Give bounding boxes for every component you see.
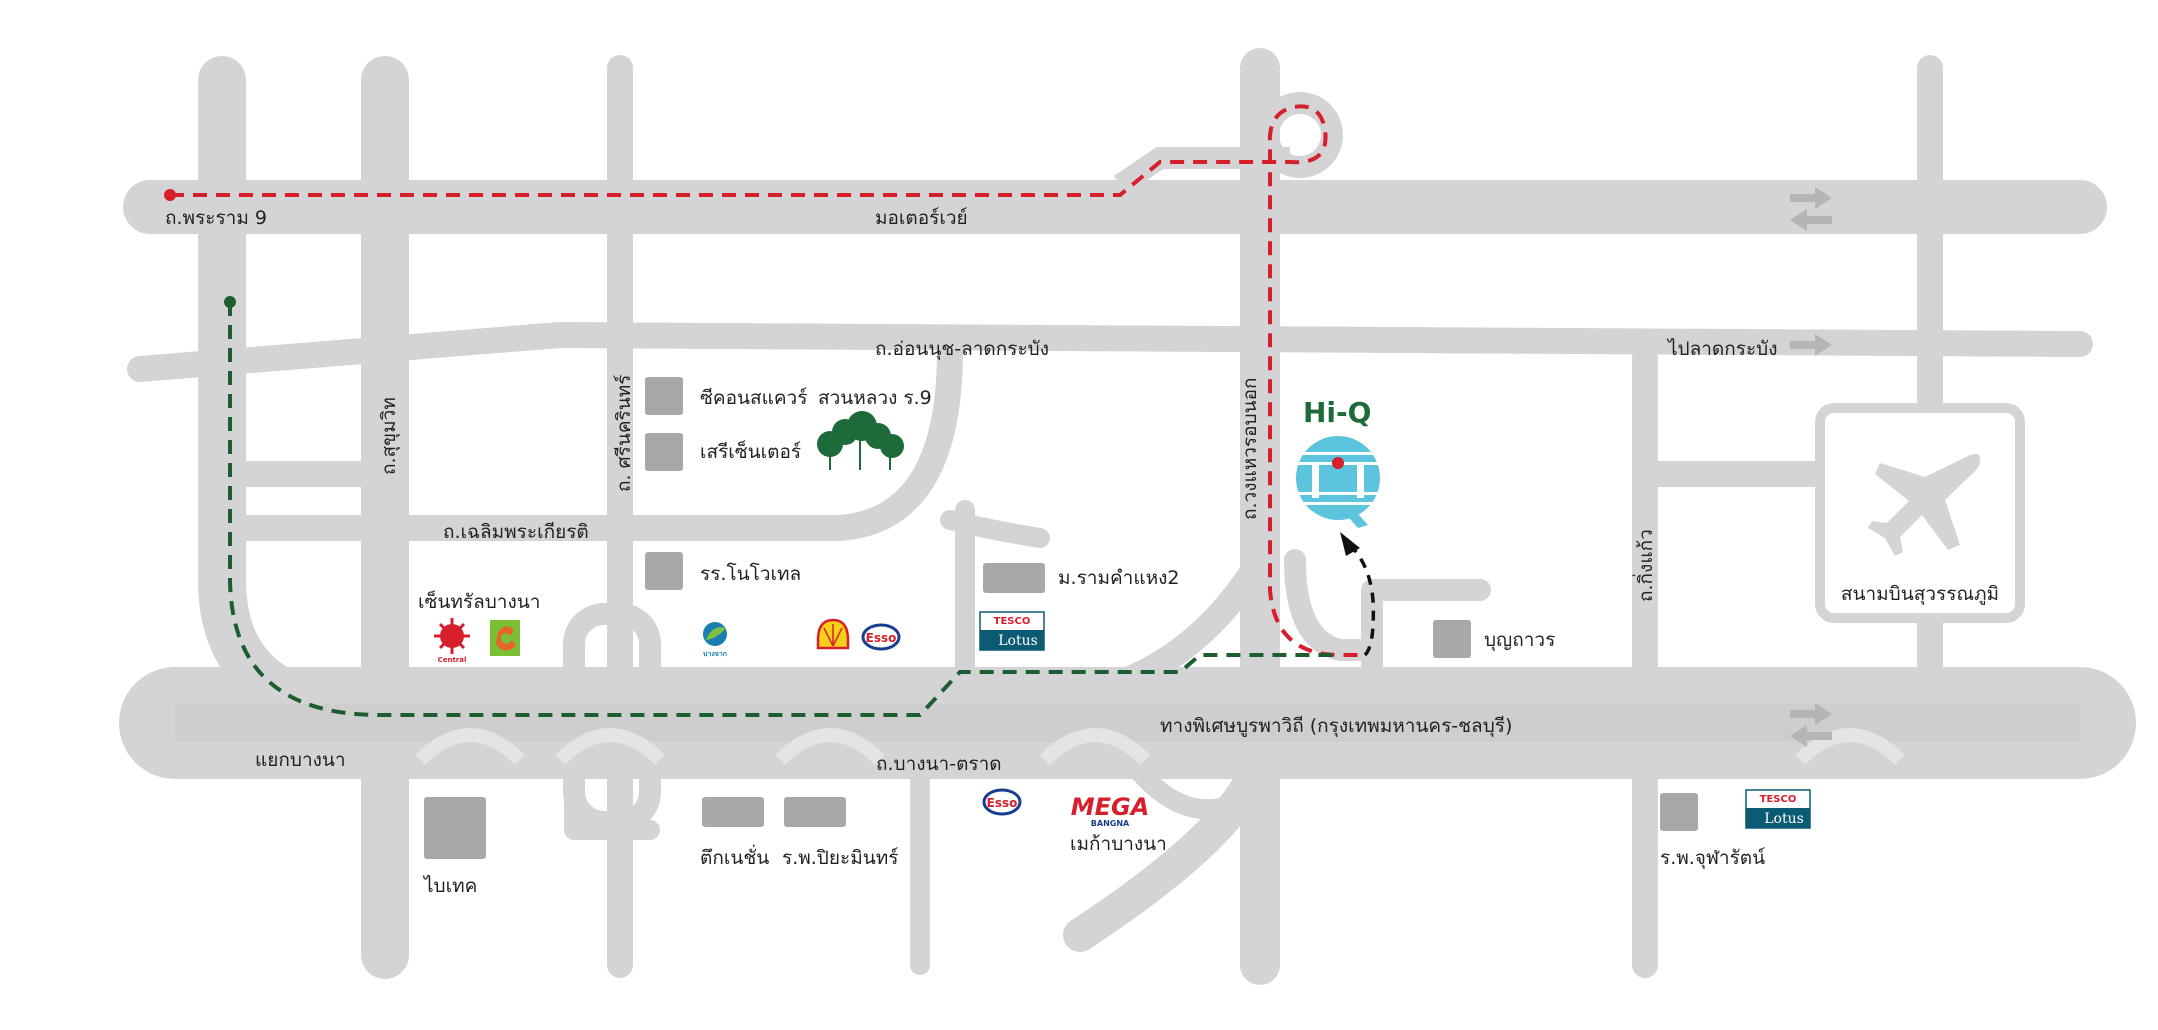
label-novotel: รร.โนโวเทล xyxy=(700,562,801,585)
direction-arrows xyxy=(1790,187,1832,747)
label-onnut: ถ.อ่อนนุช-ลาดกระบัง xyxy=(875,338,1049,361)
building-seacon xyxy=(645,377,683,415)
lotus-logo-text: Lotus xyxy=(1764,811,1804,827)
mega-logo-subtext: BANGNA xyxy=(1091,819,1130,828)
bangchak-logo: บางจาก xyxy=(700,620,730,658)
label-boonthavorn: บุญถาวร xyxy=(1484,629,1555,652)
building-serithai xyxy=(645,433,683,471)
route-final-arrow-icon xyxy=(1340,532,1360,556)
label-seacon: ซีคอนสแควร์ xyxy=(700,387,807,409)
place-labels: ซีคอนสแควร์ เสรีเซ็นเตอร์ สวนหลวง ร.9 รร… xyxy=(418,387,1999,897)
arrow-left-icon xyxy=(1790,725,1832,747)
label-srinakarin: ถ. ศรีนครินทร์ xyxy=(613,375,635,492)
label-sukhumvit: ถ.สุขุมวิท xyxy=(378,397,401,475)
building-chularat xyxy=(1660,793,1698,831)
airport-box xyxy=(1815,403,2025,623)
route-red-start xyxy=(164,189,176,201)
label-suanluang: สวนหลวง ร.9 xyxy=(818,387,932,409)
tesco-lotus-logo: TESCO Lotus xyxy=(979,611,1045,651)
label-chaloem: ถ.เฉลิมพระเกียรติ xyxy=(443,521,589,543)
label-serithai: เสรีเซ็นเตอร์ xyxy=(700,439,801,463)
tesco-logo-text: TESCO xyxy=(1760,794,1797,805)
label-central: เซ็นทรัลบางนา xyxy=(418,589,540,613)
road-sukhumvit-west xyxy=(198,56,404,736)
label-airport: สนามบินสุวรรณภูมิ xyxy=(1841,583,1999,606)
label-chularat: ร.พ.จุฬารัตน์ xyxy=(1660,847,1765,870)
label-bitec: ไบเทค xyxy=(422,875,477,897)
tesco-logo-text: TESCO xyxy=(994,616,1031,627)
esso-logo-text: Esso xyxy=(987,796,1018,810)
central-small-logo xyxy=(490,620,520,656)
arrow-right-icon xyxy=(1790,703,1832,725)
arrow-right-icon xyxy=(1790,334,1832,356)
mega-logo-text: MEGA xyxy=(1071,793,1150,821)
building-bitec xyxy=(424,797,486,859)
label-ramkhamhaeng: ม.รามคำแหง2 xyxy=(1058,567,1179,589)
road-labels: ถ.พระราม 9 มอเตอร์เวย์ ถ.อ่อนนุช-ลาดกระบ… xyxy=(165,207,1778,775)
road-srinakarin-south xyxy=(564,750,660,840)
lotus-logo-text: Lotus xyxy=(998,633,1038,649)
building-piyamin xyxy=(784,797,846,827)
label-wongwaen: ถ.วงแหวรอบนอก xyxy=(1239,377,1261,520)
motorway-interchange xyxy=(1113,92,1343,195)
buildings xyxy=(424,377,1698,859)
label-kingkaew: ถ.กิ่งแก้ว xyxy=(1632,529,1657,602)
esso-logo-text: Esso xyxy=(866,631,897,645)
airplane-icon xyxy=(1868,453,1981,556)
road-hiq-spur xyxy=(1361,579,1491,681)
road-chaloem xyxy=(227,337,963,541)
road-hiq-connector xyxy=(1284,549,1381,661)
building-ramkhamhaeng xyxy=(983,563,1045,593)
label-expressway: ทางพิเศษบูรพาวิถี (กรุงเทพมหานคร-ชลบุรี) xyxy=(1160,715,1512,738)
route-final xyxy=(1348,543,1376,657)
bangchak-logo-text: บางจาก xyxy=(703,650,727,658)
road-mega-curve xyxy=(1120,750,1270,820)
label-bangna-trat: ถ.บางนา-ตราด xyxy=(876,753,1002,775)
building-tuknation xyxy=(702,797,764,827)
tesco-lotus-logo: TESCO Lotus xyxy=(1745,789,1811,829)
route-green xyxy=(228,302,1340,717)
label-rama9: ถ.พระราม 9 xyxy=(165,207,267,229)
road-onnut xyxy=(127,322,2093,382)
road-south-diagonal xyxy=(1063,743,1277,952)
route-red xyxy=(170,104,1365,657)
label-piyamin: ร.พ.ปิยะมินทร์ xyxy=(782,847,898,869)
esso-logo: Esso xyxy=(861,623,901,651)
hiq-emblem-icon xyxy=(1296,436,1380,528)
central-logo-text: Central xyxy=(438,656,467,664)
hiq-logo xyxy=(1296,436,1380,528)
route-green-start xyxy=(224,296,236,308)
park-trees-icon xyxy=(817,411,904,470)
esso-logo: Esso xyxy=(982,788,1022,816)
building-novotel xyxy=(645,552,683,590)
label-to-ladkrabang: ไปลาดกระบัง xyxy=(1666,338,1778,360)
arrow-right-icon xyxy=(1790,187,1832,209)
central-logo: Central xyxy=(434,618,470,664)
label-bangna-junction: แยกบางนา xyxy=(255,749,346,771)
building-boonthavorn xyxy=(1433,620,1471,658)
expressway-shading xyxy=(175,704,2080,766)
label-megabangna: เมก้าบางนา xyxy=(1070,833,1167,855)
destination-hiq-label: Hi-Q xyxy=(1303,396,1371,429)
label-tuknation: ตึกเนชั่น xyxy=(700,844,769,869)
arrow-left-icon xyxy=(1790,209,1832,231)
label-motorway: มอเตอร์เวย์ xyxy=(875,207,968,229)
shell-logo xyxy=(816,618,850,650)
mega-bangna-logo: MEGA BANGNA xyxy=(1071,793,1150,828)
